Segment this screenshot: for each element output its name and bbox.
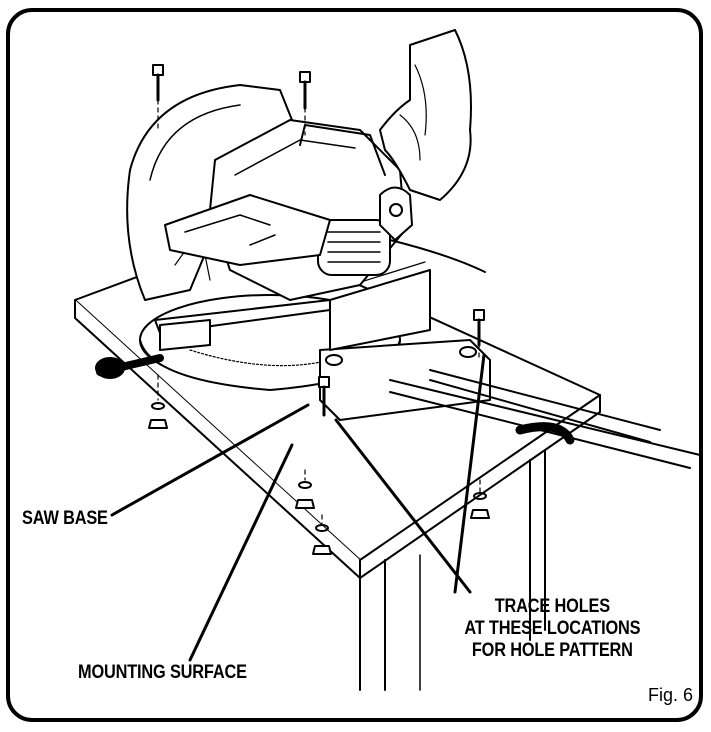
leader-trace-hole-2 bbox=[453, 353, 486, 594]
bolt-2 bbox=[299, 71, 311, 136]
washers-and-nuts bbox=[148, 374, 490, 555]
mounting-bolts-top bbox=[152, 64, 485, 417]
trace-holes-label: TRACE HOLES AT THESE LOCATIONS FOR HOLE … bbox=[464, 596, 640, 662]
miter-lock-handle bbox=[95, 319, 211, 379]
trace-holes-line2: AT THESE LOCATIONS bbox=[464, 618, 641, 639]
leader-lines bbox=[110, 353, 486, 662]
bolt-3 bbox=[473, 309, 485, 361]
mounting-surface-label: MOUNTING SURFACE bbox=[78, 662, 247, 683]
leader-mounting-surface bbox=[188, 443, 294, 662]
bolt-1 bbox=[152, 64, 164, 131]
leader-trace-hole-1 bbox=[334, 418, 472, 594]
dust-bag bbox=[379, 29, 472, 201]
trace-holes-line3: FOR HOLE PATTERN bbox=[471, 640, 633, 661]
trace-holes-line1: TRACE HOLES bbox=[494, 596, 610, 617]
operating-handle bbox=[164, 194, 331, 266]
saw-base-label: SAW BASE bbox=[22, 508, 108, 529]
rear-base-casting bbox=[319, 261, 491, 421]
leader-saw-base bbox=[110, 403, 310, 517]
extension-rods bbox=[389, 369, 701, 469]
power-cord bbox=[389, 239, 486, 273]
bevel-pivot bbox=[379, 186, 413, 241]
figure-number: Fig. 6 bbox=[647, 685, 693, 705]
bolt-4 bbox=[318, 376, 330, 417]
